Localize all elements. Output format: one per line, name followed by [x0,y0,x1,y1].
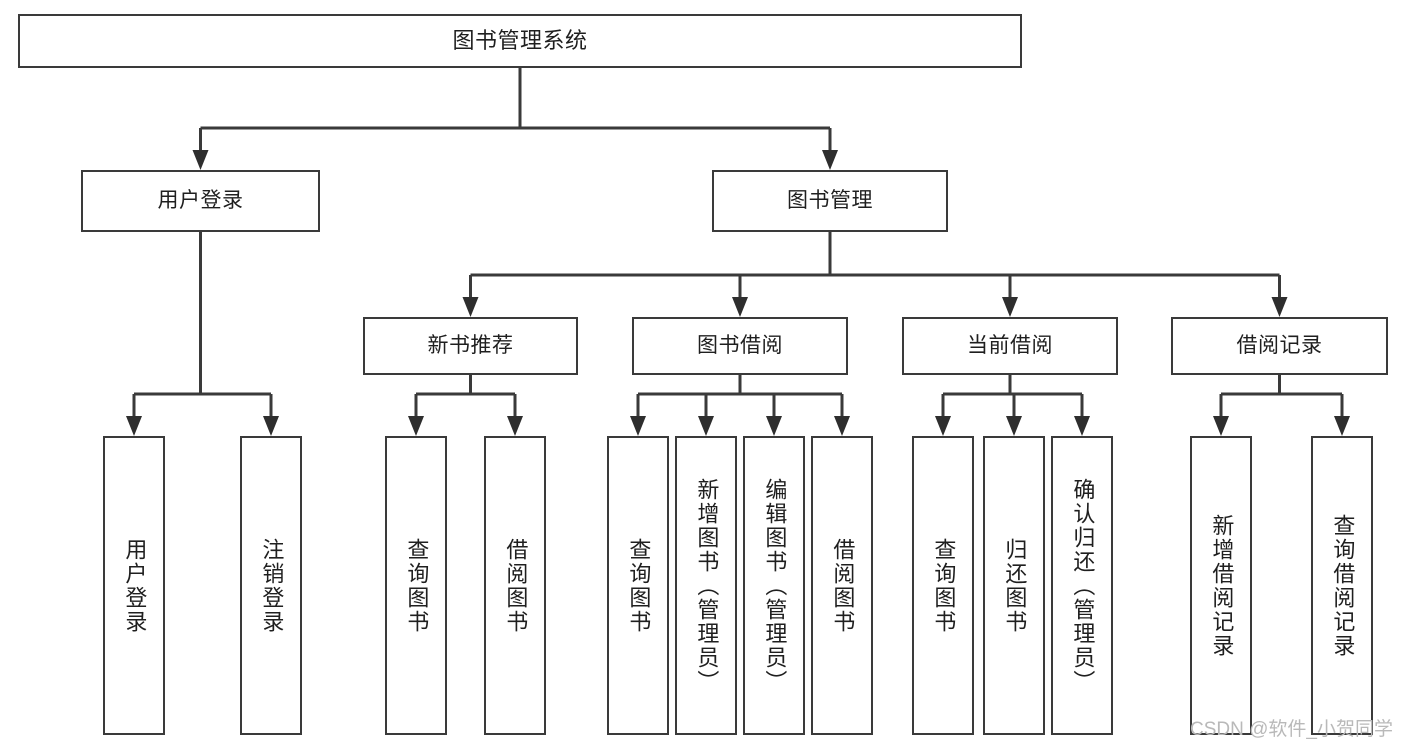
node-label: 归还图书 [1002,537,1028,634]
node-label: 新书推荐 [427,333,514,357]
node-book-borrow[interactable]: 图书借阅 [632,317,848,375]
node-label: 图书管理系统 [452,28,588,54]
node-current-borrow[interactable]: 当前借阅 [902,317,1118,375]
leaf-logout[interactable]: 注销登录 [240,436,302,735]
node-label: 查询图书 [404,537,430,634]
node-book-management[interactable]: 图书管理 [712,170,948,232]
node-user-login[interactable]: 用户登录 [81,170,320,232]
node-label: 查询图书 [626,537,652,634]
leaf-add-borrow-record[interactable]: 新增借阅记录 [1190,436,1252,735]
leaf-user-login[interactable]: 用户登录 [103,436,165,735]
leaf-borrow-book-2[interactable]: 借阅图书 [811,436,873,735]
leaf-add-book-admin[interactable]: 新增图书（管理员） [675,436,737,735]
leaf-borrow-book-1[interactable]: 借阅图书 [484,436,546,735]
watermark: CSDN @软件_小贺同学 [1190,719,1393,740]
node-label: 新增借阅记录 [1209,513,1235,658]
node-label: 借阅图书 [830,537,856,634]
leaf-query-book-1[interactable]: 查询图书 [385,436,447,735]
node-label: 注销登录 [259,537,285,634]
node-label: 当前借阅 [967,333,1053,357]
node-root-system[interactable]: 图书管理系统 [18,14,1022,68]
node-label: 图书借阅 [697,333,783,357]
node-label: 用户登录 [157,188,244,212]
leaf-query-borrow-record[interactable]: 查询借阅记录 [1311,436,1373,735]
node-label: 查询借阅记录 [1330,513,1356,658]
node-label: 确认归还（管理员） [1070,477,1096,694]
leaf-edit-book-admin[interactable]: 编辑图书（管理员） [743,436,805,735]
node-label: 查询图书 [931,537,957,634]
node-new-book-recommend[interactable]: 新书推荐 [363,317,578,375]
node-label: 图书管理 [787,188,873,212]
leaf-return-book[interactable]: 归还图书 [983,436,1045,735]
node-borrow-record[interactable]: 借阅记录 [1171,317,1388,375]
node-label: 用户登录 [122,537,148,634]
node-label: 借阅记录 [1236,333,1323,357]
node-label: 借阅图书 [503,537,529,634]
leaf-query-book-3[interactable]: 查询图书 [912,436,974,735]
node-label: 新增图书（管理员） [694,477,720,694]
leaf-query-book-2[interactable]: 查询图书 [607,436,669,735]
node-label: 编辑图书（管理员） [762,477,788,694]
leaf-confirm-return-admin[interactable]: 确认归还（管理员） [1051,436,1113,735]
